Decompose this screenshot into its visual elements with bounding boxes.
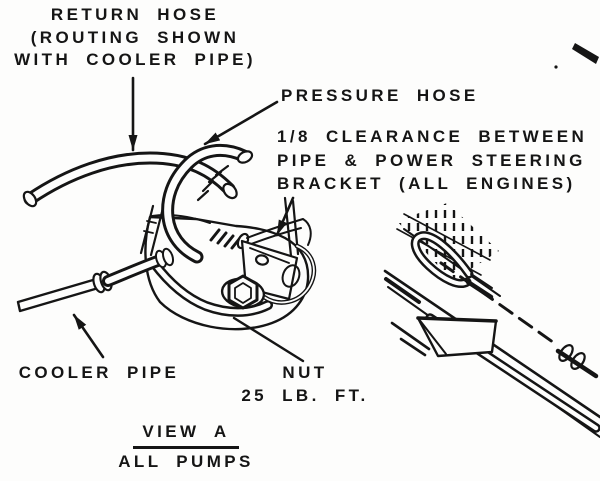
corner-mark — [554, 43, 599, 69]
callout-line: PRESSURE HOSE — [281, 86, 479, 105]
callout-line: COOLER PIPE — [18, 363, 180, 382]
callout-pressure-hose: PRESSURE HOSE — [281, 85, 479, 108]
nut-fastener — [220, 274, 266, 310]
secondary-drawing — [383, 203, 600, 438]
callout-line: BRACKET (ALL ENGINES) — [277, 174, 576, 193]
callout-line: (ROUTING SHOWN — [30, 27, 240, 47]
view-caption: VIEW A ALL PUMPS — [104, 419, 268, 474]
view-title: VIEW A — [104, 419, 268, 449]
hatch-shading — [397, 203, 499, 281]
callout-line: RETURN HOSE — [50, 5, 220, 24]
return-hose-tube — [22, 151, 238, 208]
callout-nut-torque: NUT 25 LB. FT. — [223, 362, 387, 407]
pressure-hose-leader-arrow — [203, 100, 279, 146]
pressure-hose-tube — [161, 144, 254, 264]
hose-ribs — [196, 164, 230, 202]
leader-lines — [72, 76, 305, 363]
view-subtitle: ALL PUMPS — [118, 452, 254, 471]
callout-cooler-pipe: COOLER PIPE — [10, 362, 188, 385]
callout-line: 1/8 CLEARANCE BETWEEN — [277, 127, 588, 146]
bracket-wedge — [416, 316, 498, 358]
main-drawing — [16, 144, 317, 331]
lower-hose-sweep — [149, 258, 273, 317]
callout-clearance-note: 1/8 CLEARANCE BETWEEN PIPE & POWER STEER… — [277, 125, 587, 196]
pipe-loop — [261, 243, 317, 305]
cooler-pipe-lines — [16, 270, 113, 313]
cooler-hose-tube — [102, 247, 175, 287]
pump-pipe-stub — [139, 204, 165, 257]
callout-line: PIPE & POWER STEERING — [277, 150, 586, 170]
callout-return-hose: RETURN HOSE (ROUTING SHOWN WITH COOLER P… — [4, 4, 266, 72]
callout-line: WITH COOLER PIPE) — [14, 50, 256, 69]
clearance-leader-arrow — [275, 196, 295, 237]
callout-line: NUT — [282, 363, 328, 382]
cooler-pipe-leader-arrow — [72, 313, 105, 359]
nut-leader-line — [232, 316, 305, 363]
callout-line: 25 LB. FT. — [241, 385, 369, 405]
